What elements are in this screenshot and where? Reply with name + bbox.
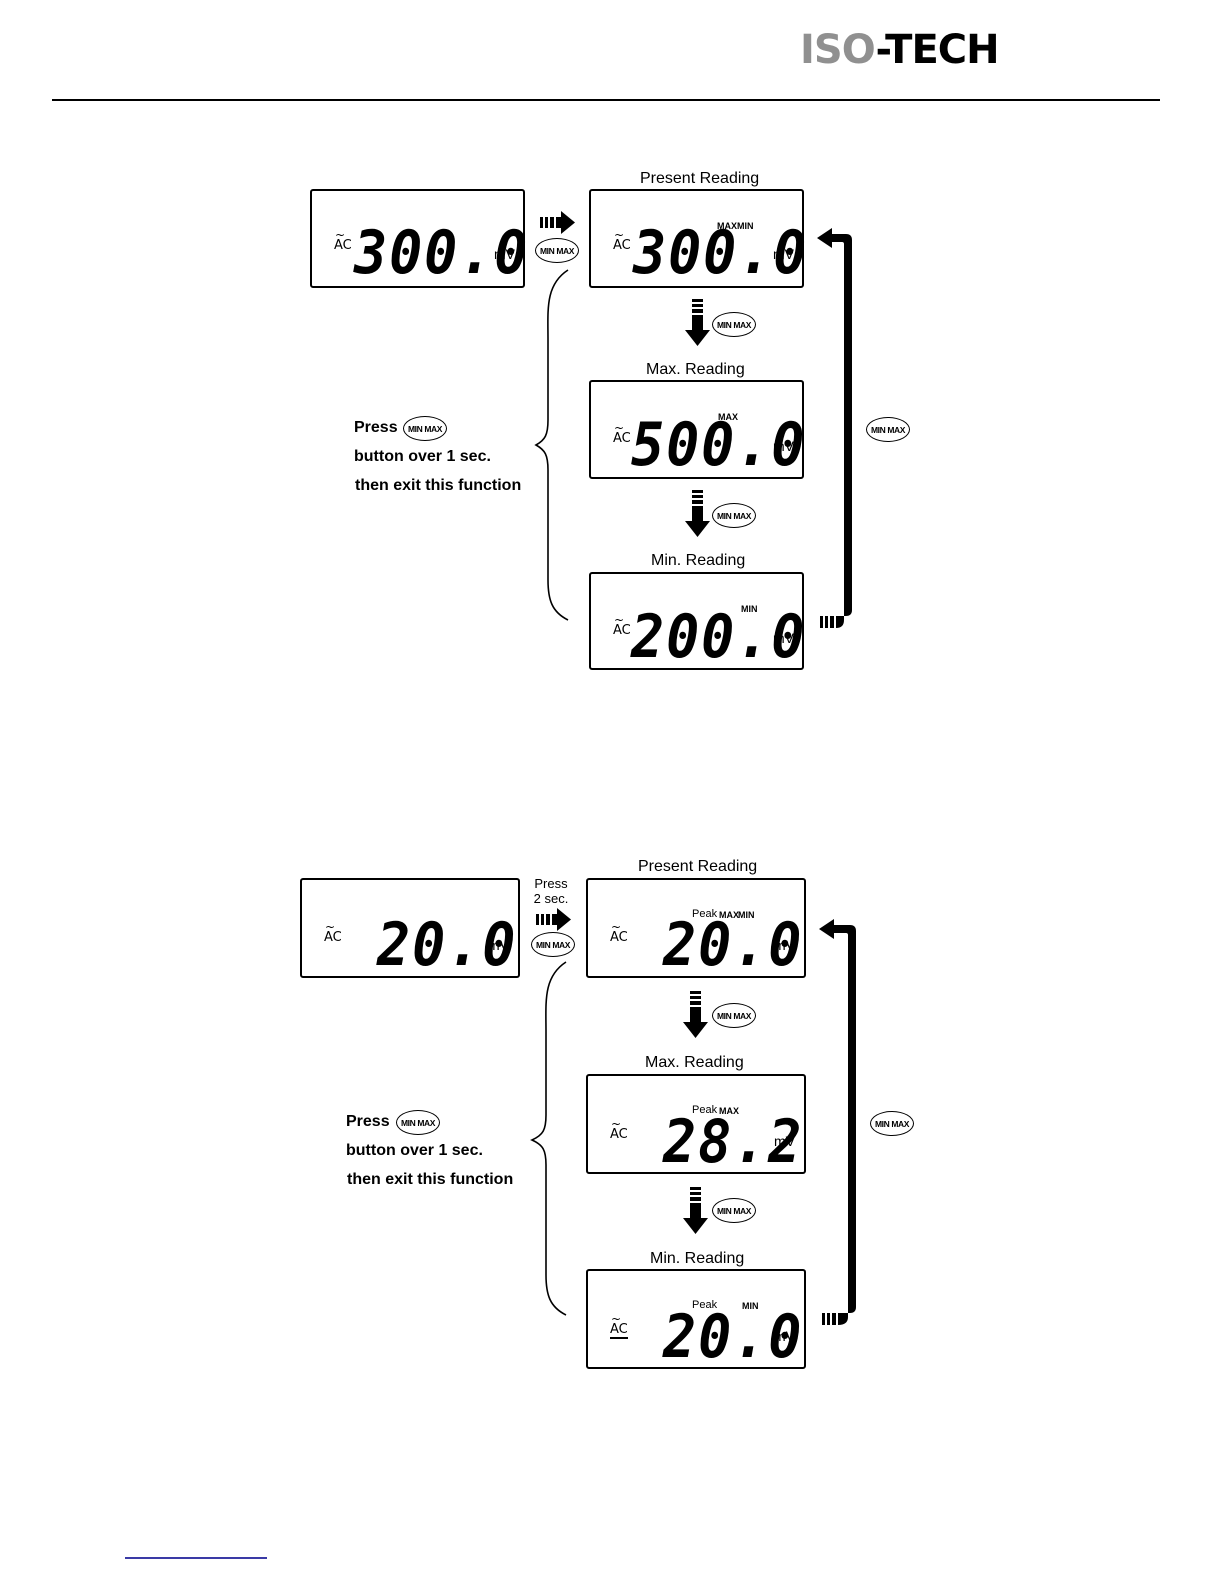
caption-present-reading: Present Reading: [640, 170, 760, 187]
lcd-present-1: ~AC MAX MIN 300.0 mV: [589, 189, 807, 288]
min-indicator: MIN: [737, 221, 754, 231]
lcd-value: 200.0: [631, 602, 807, 672]
lcd-min-2: ~AC Peak MIN 20.0 mV: [586, 1269, 806, 1369]
min-max-button[interactable]: MIN MAX: [866, 417, 910, 442]
press-2-sec-label: Press 2 sec.: [533, 876, 569, 906]
unit-label: mV: [773, 630, 794, 646]
footer-link[interactable]: [125, 1557, 267, 1559]
caption-min-reading: Min. Reading: [650, 1250, 745, 1267]
ac-indicator: ~AC: [610, 1117, 628, 1142]
ac-indicator: ~AC: [324, 920, 342, 945]
ac-indicator: ~AC: [613, 228, 631, 253]
peak-indicator: Peak: [692, 1299, 718, 1311]
unit-label: mV: [773, 438, 794, 454]
ac-indicator: ~AC: [334, 228, 352, 253]
down-arrow-2a: [683, 991, 708, 1038]
min-max-button[interactable]: MIN MAX: [535, 238, 579, 263]
lcd-value: 300.0: [633, 218, 809, 288]
header-rule: [52, 99, 1160, 101]
caption-max-reading: Max. Reading: [645, 1054, 744, 1071]
unit-label: mV: [774, 1133, 795, 1149]
caption-min-reading: Min. Reading: [651, 552, 746, 569]
min-max-button[interactable]: MIN MAX: [403, 416, 447, 441]
loop-arrow-1: [817, 228, 852, 628]
lcd-min-1: ~AC MIN 200.0 mV: [589, 572, 807, 672]
ac-indicator: ~AC: [610, 920, 628, 945]
max-indicator: MAX: [717, 221, 737, 231]
max-indicator: MAX: [719, 1106, 739, 1116]
exit-instructions-1: Press button over 1 sec. then exit this …: [354, 419, 522, 494]
lcd-initial-1: ~AC 300.0 mV: [310, 189, 528, 288]
min-max-button[interactable]: MIN MAX: [712, 1003, 756, 1028]
min-indicator: MIN: [741, 604, 758, 614]
peak-indicator: Peak: [692, 1104, 718, 1116]
min-max-button[interactable]: MIN MAX: [531, 932, 575, 957]
caption-present-reading: Present Reading: [638, 858, 758, 875]
right-arrow-1: [540, 211, 575, 234]
down-arrow-1a: [685, 299, 710, 346]
ac-indicator: ~AC: [610, 1312, 628, 1339]
lcd-value: 20.0: [377, 910, 518, 980]
lcd-present-2: ~AC Peak MAX MIN 20.0 mV: [586, 878, 806, 978]
min-max-button[interactable]: MIN MAX: [712, 1198, 756, 1223]
min-indicator: MIN: [738, 910, 755, 920]
min-indicator: MIN: [742, 1301, 759, 1311]
unit-label: mV: [774, 1328, 795, 1344]
unit-label: mV: [494, 246, 515, 262]
min-max-button[interactable]: MIN MAX: [870, 1111, 914, 1136]
min-max-button[interactable]: MIN MAX: [712, 503, 756, 528]
ac-indicator: ~AC: [613, 421, 631, 446]
lcd-value: 28.2: [663, 1107, 804, 1177]
right-arrow-2: [536, 908, 571, 931]
brace-1: [534, 269, 569, 621]
max-indicator: MAX: [719, 910, 739, 920]
lcd-value: 20.0: [663, 910, 804, 980]
brace-2: [530, 961, 567, 1316]
lcd-value: 20.0: [663, 1302, 804, 1372]
lcd-max-1: ~AC MAX 500.0 mV: [589, 380, 807, 480]
down-arrow-1b: [685, 490, 710, 537]
min-max-button[interactable]: MIN MAX: [396, 1110, 440, 1135]
lcd-max-2: ~AC Peak MAX 28.2 mV: [586, 1074, 806, 1174]
lcd-value: 500.0: [631, 410, 807, 480]
iso-tech-logo: ISO-TECH: [800, 27, 1000, 73]
lcd-initial-2: ~AC 20.0 mV: [300, 878, 520, 978]
unit-label: mV: [773, 246, 794, 262]
peak-indicator: Peak: [692, 908, 718, 920]
caption-max-reading: Max. Reading: [646, 361, 745, 378]
down-arrow-2b: [683, 1187, 708, 1234]
max-indicator: MAX: [718, 412, 738, 422]
min-max-button[interactable]: MIN MAX: [712, 312, 756, 337]
ac-indicator: ~AC: [613, 613, 631, 638]
unit-label: mV: [774, 937, 795, 953]
lcd-value: 300.0: [354, 218, 530, 288]
exit-instructions-2: Press button over 1 sec. then exit this …: [346, 1113, 514, 1188]
loop-arrow-2: [819, 919, 856, 1325]
unit-label: mV: [488, 937, 509, 953]
